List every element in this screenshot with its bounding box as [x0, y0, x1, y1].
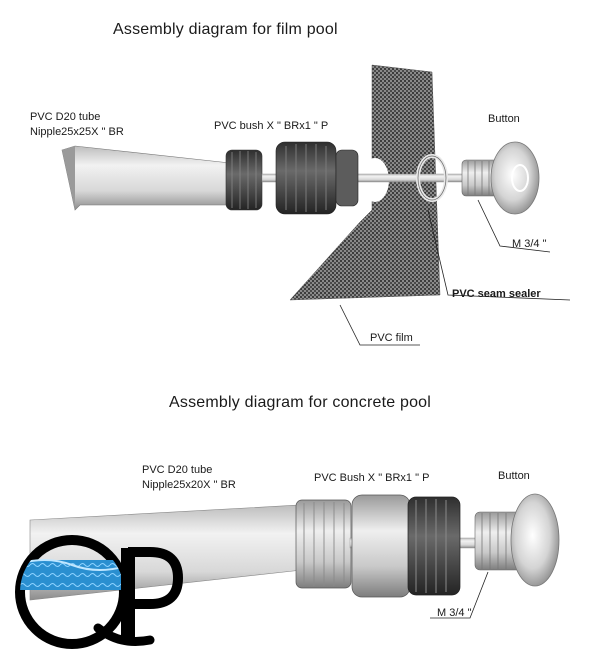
nipple-thread: [225, 149, 263, 211]
concrete-bush-label: PVC Bush X " BRx1 " P: [314, 472, 430, 484]
film-tube-label: PVC D20 tube Nipple25x25X " BR: [30, 111, 124, 138]
film-sealer-label: PVC seam sealer: [452, 288, 541, 300]
film-bush-label: PVC bush X " BRx1 " P: [214, 120, 329, 132]
button-cap: [490, 141, 540, 215]
qp-logo: [15, 535, 184, 649]
nipple-tube: [61, 145, 233, 211]
film-title: Assembly diagram for film pool: [113, 21, 338, 38]
pvc-film-panel: [289, 64, 441, 301]
leader-thread: [477, 199, 551, 253]
pvc-bush-2: [351, 494, 411, 598]
button-cap-2: [510, 493, 560, 587]
film-film-label: PVC film: [370, 332, 413, 344]
leader-film: [339, 304, 420, 346]
leader-sealer: [427, 209, 571, 301]
concrete-thread-label: M 3/4 ": [437, 607, 472, 619]
concrete-tube-label: PVC D20 tube Nipple25x20X " BR: [142, 464, 236, 491]
film-button-label: Button: [488, 113, 520, 125]
film-thread-label: M 3/4 ": [512, 238, 547, 250]
concrete-button-label: Button: [498, 470, 530, 482]
concrete-title: Assembly diagram for concrete pool: [169, 394, 432, 411]
leader-thread-2: [430, 571, 489, 619]
film-pool-diagram: [61, 64, 571, 346]
